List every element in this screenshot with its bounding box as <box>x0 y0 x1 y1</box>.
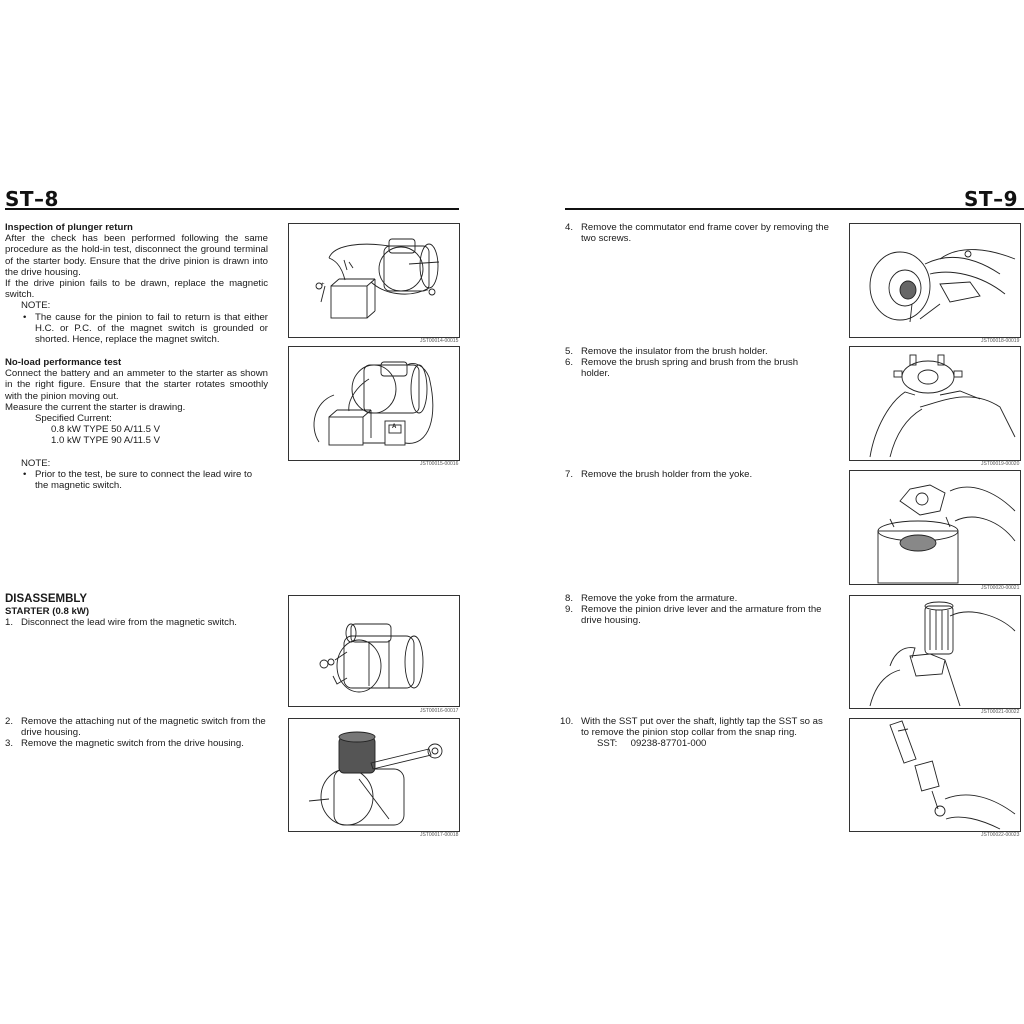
step-item: 2. Remove the attaching nut of the magne… <box>5 716 268 738</box>
minus-label: − <box>425 288 429 294</box>
figure-code: JST00017-00018 <box>420 832 459 838</box>
paragraph: Connect the battery and an ammeter to th… <box>5 368 268 402</box>
figure-code: JST00018-00019 <box>981 338 1020 344</box>
section-heading: No-load performance test <box>5 357 122 368</box>
note-bullet: • Prior to the test, be sure to connect … <box>23 469 268 491</box>
figure-code: JST00014-00015 <box>420 338 459 344</box>
note-label: NOTE: <box>21 457 51 469</box>
figure-sst-tap <box>849 718 1021 832</box>
step-group-8-9: 8. Remove the yoke from the armature. 9.… <box>565 593 829 627</box>
step-group-10: 10. With the SST put over the shaft, lig… <box>560 716 830 750</box>
section-subtitle: STARTER (0.8 kW) <box>5 606 90 617</box>
figure-commutator-cover <box>849 223 1021 338</box>
header-rule <box>5 208 459 210</box>
step-text: Remove the brush spring and brush from t… <box>581 357 799 380</box>
step-number: 3. <box>5 738 14 750</box>
step-number: 5. <box>565 346 574 357</box>
step-number: 8. <box>565 593 574 604</box>
figure-disconnect-lead-wire <box>288 595 460 707</box>
section-title: DISASSEMBLY <box>5 593 88 605</box>
figure-code: JST00020-00021 <box>981 585 1020 591</box>
step-group-7: 7. Remove the brush holder from the yoke… <box>565 469 829 480</box>
step-text: Remove the attaching nut of the magnetic… <box>21 716 266 739</box>
step-item: 6. Remove the brush spring and brush fro… <box>565 357 829 379</box>
step-text: Disconnect the lead wire from the magnet… <box>21 617 237 629</box>
disassembly-section: DISASSEMBLY STARTER (0.8 kW) 1. Disconne… <box>5 593 268 628</box>
figure-code: JST00016-00017 <box>420 708 459 714</box>
page-st-8: ST–8 Inspection of plunger return After … <box>5 187 460 838</box>
paragraph: If the drive pinion fails to be drawn, r… <box>5 278 268 301</box>
page-number: ST–9 <box>964 187 1018 211</box>
section-heading: Inspection of plunger return <box>5 222 133 233</box>
step-number: 1. <box>5 617 14 629</box>
figure-code: JST00021-00022 <box>981 709 1020 715</box>
note-bullet: • The cause for the pinion to fail to re… <box>23 312 268 346</box>
step-item: 8. Remove the yoke from the armature. <box>565 593 829 604</box>
figure-brush-holder-yoke <box>849 470 1021 585</box>
figure-code: JST00015-00016 <box>420 461 459 467</box>
page-number: ST–8 <box>5 187 59 211</box>
spec-value: 1.0 kW TYPE 90 A/11.5 V <box>51 435 160 447</box>
figure-yoke-armature <box>849 595 1021 709</box>
step-number: 6. <box>565 357 574 369</box>
step-item: 7. Remove the brush holder from the yoke… <box>565 469 829 480</box>
sst-line: SST: 09238-87701-000 <box>560 738 830 749</box>
step-item: 9. Remove the pinion drive lever and the… <box>565 604 829 626</box>
step-group-4: 4. Remove the commutator end frame cover… <box>565 222 829 244</box>
figure-plunger-return: + − <box>288 223 460 338</box>
spec-value: 0.8 kW TYPE 50 A/11.5 V <box>51 424 160 436</box>
step-number: 10. <box>560 716 574 727</box>
bullet-icon: • <box>23 311 27 323</box>
note-label: NOTE: <box>21 300 51 312</box>
sst-label: SST: <box>597 738 618 750</box>
step-text: Remove the pinion drive lever and the ar… <box>581 604 822 627</box>
step-number: 4. <box>565 222 574 233</box>
step-number: 9. <box>565 604 574 616</box>
step-text: Remove the yoke from the armature. <box>581 593 738 604</box>
page-st-9: ST–9 4. Remove the commutator end frame … <box>512 0 1024 1024</box>
plunger-return-section: Inspection of plunger return After the c… <box>5 222 268 345</box>
step-item: 4. Remove the commutator end frame cover… <box>565 222 829 244</box>
plus-label: + <box>321 282 325 288</box>
step-item: 5. Remove the insulator from the brush h… <box>565 346 829 357</box>
ammeter-label: A <box>392 424 397 430</box>
note-text: Prior to the test, be sure to connect th… <box>35 468 253 492</box>
spec-label: Specified Current: <box>35 413 112 425</box>
step-item: 10. With the SST put over the shaft, lig… <box>560 716 830 738</box>
step-text: Remove the insulator from the brush hold… <box>581 346 768 357</box>
step-item: 1. Disconnect the lead wire from the mag… <box>5 617 268 628</box>
step-number: 7. <box>565 469 574 480</box>
no-load-test-section: No-load performance test Connect the bat… <box>5 357 268 491</box>
figure-remove-magnetic-switch <box>288 718 460 832</box>
step-number: 2. <box>5 716 14 727</box>
note-text: The cause for the pinion to fail to retu… <box>35 311 268 346</box>
paragraph: Measure the current the starter is drawi… <box>5 401 186 413</box>
figure-code: JST00019-00020 <box>981 461 1020 467</box>
header-rule <box>565 208 1024 210</box>
step-text: Remove the brush holder from the yoke. <box>581 469 753 480</box>
step-item: 3. Remove the magnetic switch from the d… <box>5 738 268 749</box>
bullet-icon: • <box>23 468 27 480</box>
disassembly-steps-2-3: 2. Remove the attaching nut of the magne… <box>5 716 268 750</box>
figure-no-load-test: A <box>288 346 460 461</box>
figure-code: JST00022-00023 <box>981 832 1020 838</box>
figure-brush-spring <box>849 346 1021 461</box>
step-text: Remove the magnetic switch from the driv… <box>21 738 244 750</box>
step-group-5-6: 5. Remove the insulator from the brush h… <box>565 346 829 380</box>
sst-part-number: 09238-87701-000 <box>630 738 707 750</box>
step-text: With the SST put over the shaft, lightly… <box>581 716 823 739</box>
step-text: Remove the commutator end frame cover by… <box>581 222 829 245</box>
paragraph: After the check has been performed follo… <box>5 233 268 278</box>
